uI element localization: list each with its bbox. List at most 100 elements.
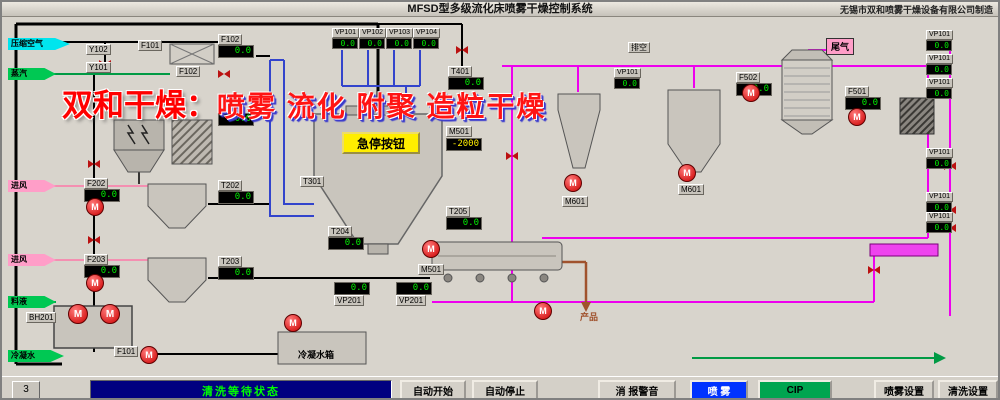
instrument-label: F203 [84, 254, 109, 265]
tag-label: 尾气 [826, 38, 855, 55]
instrument-value: 0.0 [332, 38, 358, 49]
stream-arrow-4: 料液 [8, 296, 56, 308]
instrument-value: 0.0 [218, 45, 254, 58]
equipment-label: M601 [562, 196, 589, 207]
toolbar-button-0[interactable]: 自动开始 [400, 380, 466, 398]
equipment-label: Y101 [86, 62, 111, 73]
instrument-label: T401 [448, 66, 473, 77]
instrument-value: 0.0 [614, 78, 640, 89]
instrument-label: F501 [845, 86, 870, 97]
value-display: -2000 [446, 138, 482, 151]
pump-motor-2: M [140, 346, 158, 364]
instrument-value: 0.0 [218, 113, 254, 126]
equipment-label: F102 [176, 66, 201, 77]
instrument-label: F102 [218, 34, 243, 45]
toolbar-button-5[interactable]: 喷雾设置 [874, 380, 934, 398]
pump-motor-8: M [742, 84, 760, 102]
status-panel: 清洗等待状态 [90, 380, 392, 398]
instrument-value: 0.0 [926, 40, 952, 51]
instrument-value: 0.0 [396, 282, 432, 295]
free-text: 冷凝水箱 [298, 350, 335, 360]
emergency-stop-button[interactable]: 急停按钮 [342, 132, 420, 154]
instrument-value: 0.0 [218, 267, 254, 280]
instrument-label: T202 [218, 180, 243, 191]
equipment-label: 排空 [628, 42, 650, 53]
instrument-label: VP201 [396, 295, 427, 306]
instrument-value: 0.0 [413, 38, 439, 49]
equipment-label: BH201 [26, 312, 57, 323]
instrument-label: VP101 [926, 30, 954, 40]
toolbar-button-1[interactable]: 自动停止 [472, 380, 538, 398]
instrument-label: VP101 [926, 192, 954, 202]
instrument-label: VP101 [926, 54, 954, 64]
toolbar-button-6[interactable]: 清洗设置 [938, 380, 998, 398]
equipment-label: M501 [418, 264, 445, 275]
toolbar-button-2[interactable]: 消 报警音 [598, 380, 676, 398]
instrument-value: 0.0 [334, 282, 370, 295]
instrument-value: 0.0 [926, 64, 952, 75]
instrument-value: 0.0 [926, 158, 952, 169]
instrument-value: 0.0 [359, 38, 385, 49]
instrument-label: F202 [84, 178, 109, 189]
stream-arrow-3: 进风 [8, 254, 56, 266]
instrument-label: VP101 [614, 68, 642, 78]
instrument-label: F502 [736, 72, 761, 83]
toolbar-button-4[interactable]: CIP [758, 380, 832, 398]
instrument-label: T201 [218, 102, 243, 113]
instrument-value: 0.0 [386, 38, 412, 49]
equipment-label: F101 [138, 40, 163, 51]
pump-motor-5: M [534, 302, 552, 320]
instrument-label: VP101 [332, 28, 360, 38]
instrument-label: T205 [446, 206, 471, 217]
pump-motor-4: M [422, 240, 440, 258]
instrument-value: 0.0 [926, 88, 952, 99]
manufacturer-label: 无锡市双和喷雾干燥设备有限公司制造 [839, 5, 993, 15]
stream-arrow-5: 冷凝水 [8, 350, 64, 362]
pump-motor-1: M [86, 274, 104, 292]
bottom-toolbar: 3 清洗等待状态 自动开始自动停止 消 报警音喷 雾 CIP 喷雾设置清洗设置 [2, 376, 998, 398]
instrument-label: VP101 [926, 148, 954, 158]
equipment-label: T301 [300, 176, 325, 187]
pump-motor-9: M [848, 108, 866, 126]
status-text: 清洗等待状态 [202, 385, 280, 398]
instrument-value: 0.0 [328, 237, 364, 250]
pump-motor-0: M [86, 198, 104, 216]
equipment-label: M601 [678, 184, 705, 195]
title-bar: MFSD型多级流化床喷雾干燥控制系统 无锡市双和喷雾干燥设备有限公司制造 [2, 2, 998, 17]
instrument-label: VP103 [386, 28, 414, 38]
instrument-label: VP104 [413, 28, 441, 38]
pump-motor-6: M [564, 174, 582, 192]
stream-arrow-1: 蒸汽 [8, 68, 56, 80]
stream-arrow-2: 进风 [8, 180, 56, 192]
instrument-label: T204 [328, 226, 353, 237]
free-text: 产品 [580, 312, 599, 322]
instrument-value: 0.0 [926, 222, 952, 233]
pump-motor-7: M [678, 164, 696, 182]
equipment-label: M501 [446, 126, 473, 137]
instrument-label: VP201 [334, 295, 365, 306]
spin-control[interactable]: 3 [12, 381, 40, 398]
toolbar-button-3[interactable]: 喷 雾 [690, 380, 748, 398]
